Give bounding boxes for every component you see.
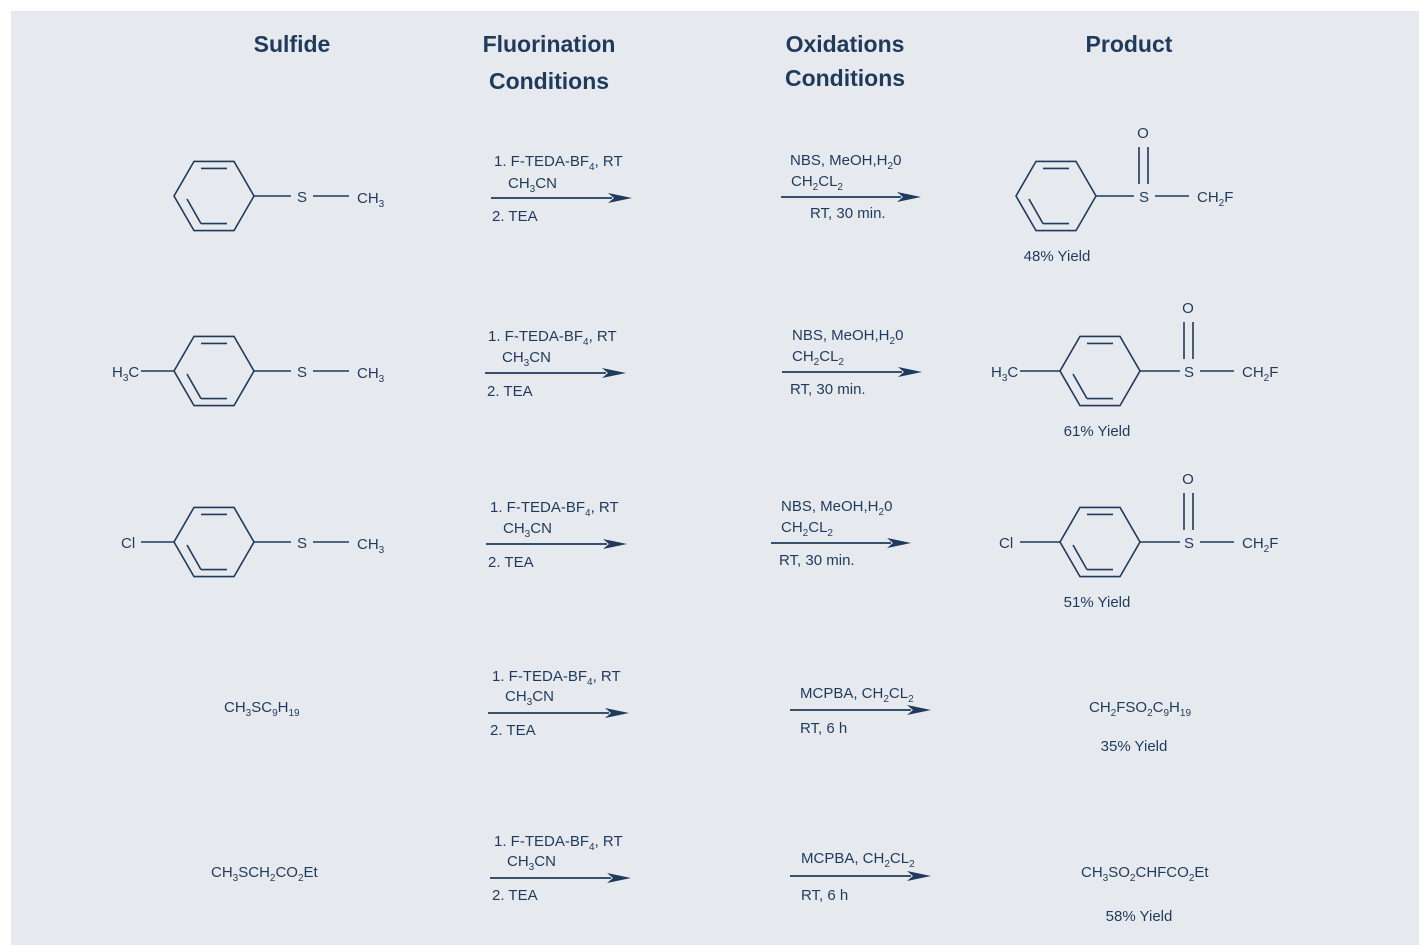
svg-text:S: S — [297, 364, 307, 381]
svg-text:NBS, MeOH,H20: NBS, MeOH,H20 — [790, 152, 901, 172]
svg-text:1. F-TEDA-BF4, RT: 1. F-TEDA-BF4, RT — [494, 833, 623, 853]
svg-text:CH2F: CH2F — [1242, 364, 1278, 384]
svg-text:1. F-TEDA-BF4, RT: 1. F-TEDA-BF4, RT — [488, 328, 617, 348]
row2-product: H3C S O CH2F 61% Yield — [991, 300, 1278, 440]
row3-fluorination-conditions: 1. F-TEDA-BF4, RT CH3CN 2. TEA — [486, 499, 627, 571]
svg-text:CH2F: CH2F — [1242, 535, 1278, 555]
row4-fluorination-conditions: 1. F-TEDA-BF4, RT CH3CN 2. TEA — [488, 668, 629, 739]
svg-text:Cl: Cl — [121, 535, 135, 552]
svg-text:CH2CL2: CH2CL2 — [781, 519, 833, 539]
svg-text:O: O — [1182, 471, 1194, 488]
row4-product: CH2FSO2C9H19 35% Yield — [1089, 699, 1191, 755]
svg-text:MCPBA, CH2CL2: MCPBA, CH2CL2 — [800, 685, 914, 705]
row2-oxidation-conditions: NBS, MeOH,H20 CH2CL2 RT, 30 min. — [782, 327, 922, 398]
header-fluorination-line2: Conditions — [489, 68, 609, 94]
row5-fluorination-conditions: 1. F-TEDA-BF4, RT CH3CN 2. TEA — [490, 833, 631, 904]
svg-text:2. TEA: 2. TEA — [490, 722, 536, 739]
row5-product: CH3SO2CHFCO2Et 58% Yield — [1081, 864, 1209, 925]
svg-text:CH3: CH3 — [357, 536, 385, 556]
svg-text:O: O — [1137, 125, 1149, 142]
svg-text:S: S — [1184, 535, 1194, 552]
svg-text:CH3CN: CH3CN — [505, 688, 554, 708]
header-oxidation-line1: Oxidations — [786, 31, 905, 57]
svg-text:CH3CN: CH3CN — [508, 175, 557, 195]
row5-oxidation-conditions: MCPBA, CH2CL2 RT, 6 h — [790, 850, 931, 904]
svg-text:CH3SO2CHFCO2Et: CH3SO2CHFCO2Et — [1081, 864, 1209, 884]
svg-text:CH3SC9H19: CH3SC9H19 — [224, 699, 300, 719]
header-oxidation-line2: Conditions — [785, 65, 905, 91]
svg-text:CH2CL2: CH2CL2 — [791, 173, 843, 193]
svg-text:MCPBA, CH2CL2: MCPBA, CH2CL2 — [801, 850, 915, 870]
svg-text:2. TEA: 2. TEA — [492, 887, 538, 904]
svg-text:2. TEA: 2. TEA — [487, 383, 533, 400]
row2-sulfide: H3C S CH3 — [112, 335, 385, 407]
row1-product: S O CH2F 48% Yield — [1015, 125, 1233, 265]
svg-text:S: S — [1184, 364, 1194, 381]
svg-text:RT, 30 min.: RT, 30 min. — [810, 205, 886, 222]
row1-fluorination-conditions: 1. F-TEDA-BF4, RT CH3CN 2. TEA — [491, 153, 632, 225]
header-fluorination-line1: Fluorination — [483, 31, 616, 57]
svg-text:S: S — [1139, 189, 1149, 206]
header-sulfide: Sulfide — [254, 31, 331, 57]
svg-text:H3C: H3C — [112, 364, 139, 384]
svg-text:H3C: H3C — [991, 364, 1018, 384]
svg-text:S: S — [297, 189, 307, 206]
scheme-panel — [11, 11, 1419, 945]
row3-oxidation-conditions: NBS, MeOH,H20 CH2CL2 RT, 30 min. — [771, 498, 911, 569]
svg-text:Cl: Cl — [999, 535, 1013, 552]
svg-text:CH2F: CH2F — [1197, 189, 1233, 209]
row2-fluorination-conditions: 1. F-TEDA-BF4, RT CH3CN 2. TEA — [485, 328, 626, 400]
row1-oxidation-conditions: NBS, MeOH,H20 CH2CL2 RT, 30 min. — [781, 152, 921, 222]
svg-text:RT, 30 min.: RT, 30 min. — [790, 381, 866, 398]
svg-text:RT, 6 h: RT, 6 h — [800, 720, 847, 737]
row4-sulfide: CH3SC9H19 — [224, 699, 300, 719]
svg-text:CH3: CH3 — [357, 190, 385, 210]
svg-text:NBS, MeOH,H20: NBS, MeOH,H20 — [792, 327, 903, 347]
svg-text:NBS, MeOH,H20: NBS, MeOH,H20 — [781, 498, 892, 518]
svg-text:O: O — [1182, 300, 1194, 317]
row3-product: Cl S O CH2F 51% Yield — [999, 471, 1278, 611]
svg-text:1. F-TEDA-BF4, RT: 1. F-TEDA-BF4, RT — [494, 153, 623, 173]
svg-text:58% Yield: 58% Yield — [1106, 908, 1173, 925]
svg-text:35% Yield: 35% Yield — [1101, 738, 1168, 755]
svg-text:CH3: CH3 — [357, 365, 385, 385]
svg-text:CH3SCH2CO2Et: CH3SCH2CO2Et — [211, 864, 319, 884]
svg-text:CH3CN: CH3CN — [502, 349, 551, 369]
svg-text:RT, 30 min.: RT, 30 min. — [779, 552, 855, 569]
svg-text:CH3CN: CH3CN — [507, 853, 556, 873]
svg-text:RT, 6 h: RT, 6 h — [801, 887, 848, 904]
svg-text:2. TEA: 2. TEA — [488, 554, 534, 571]
svg-text:S: S — [297, 535, 307, 552]
svg-text:2. TEA: 2. TEA — [492, 208, 538, 225]
header-product: Product — [1086, 31, 1173, 57]
row3-sulfide: Cl S CH3 — [121, 506, 385, 578]
svg-text:CH2CL2: CH2CL2 — [792, 348, 844, 368]
row4-oxidation-conditions: MCPBA, CH2CL2 RT, 6 h — [790, 685, 931, 737]
svg-text:61% Yield: 61% Yield — [1064, 423, 1131, 440]
svg-text:1. F-TEDA-BF4, RT: 1. F-TEDA-BF4, RT — [490, 499, 619, 519]
row1-sulfide: S CH3 — [173, 160, 385, 232]
svg-text:1. F-TEDA-BF4, RT: 1. F-TEDA-BF4, RT — [492, 668, 621, 688]
svg-text:51% Yield: 51% Yield — [1064, 594, 1131, 611]
svg-text:CH3CN: CH3CN — [503, 520, 552, 540]
row5-sulfide: CH3SCH2CO2Et — [211, 864, 319, 884]
svg-text:CH2FSO2C9H19: CH2FSO2C9H19 — [1089, 699, 1191, 719]
svg-text:48% Yield: 48% Yield — [1024, 248, 1091, 265]
